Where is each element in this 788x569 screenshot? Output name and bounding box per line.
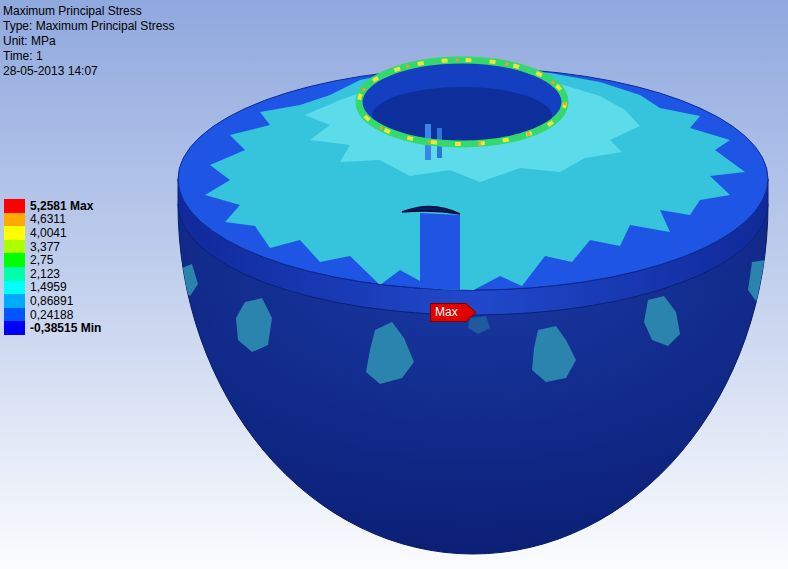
hole-ring-peaks [359, 60, 565, 144]
probe-label: Max [430, 303, 476, 322]
legend-swatch [4, 213, 25, 227]
legend-value: 0,24188 [30, 308, 73, 322]
legend-swatch [4, 240, 25, 254]
legend-swatch [4, 281, 25, 295]
result-title: Maximum Principal Stress [3, 4, 142, 19]
legend-value: 0,86891 [30, 294, 73, 308]
legend-value: -0,38515 Min [30, 321, 101, 335]
legend-value: 2,123 [30, 267, 60, 281]
top-face-contours [205, 66, 745, 292]
hole-ring-stress [359, 60, 565, 144]
legend-value: 3,377 [30, 240, 60, 254]
legend-swatch [4, 308, 25, 322]
result-info: 28-05-2013 14:07 [3, 64, 98, 79]
legend-value: 4,6311 [30, 212, 66, 226]
result-info: Type: Maximum Principal Stress [3, 19, 174, 34]
legend-swatch [4, 321, 25, 335]
legend-value: 2,75 [30, 253, 53, 267]
probe-flag: Max [430, 303, 476, 322]
legend-value: 5,2581 Max [30, 199, 93, 213]
legend-swatch [4, 199, 25, 213]
legend-swatch [4, 267, 25, 281]
legend-swatch [4, 294, 25, 308]
hole-ring-peaks [359, 60, 565, 144]
result-info: Unit: MPa [3, 34, 56, 49]
slot [402, 206, 460, 214]
probe-flag-fill [431, 303, 477, 321]
legend-swatch [4, 253, 25, 267]
legend-value: 4,0041 [30, 226, 67, 240]
legend-swatch [4, 226, 25, 240]
result-info: Time: 1 [3, 49, 43, 64]
legend-value: 1,4959 [30, 280, 67, 294]
center-hole [359, 60, 565, 144]
